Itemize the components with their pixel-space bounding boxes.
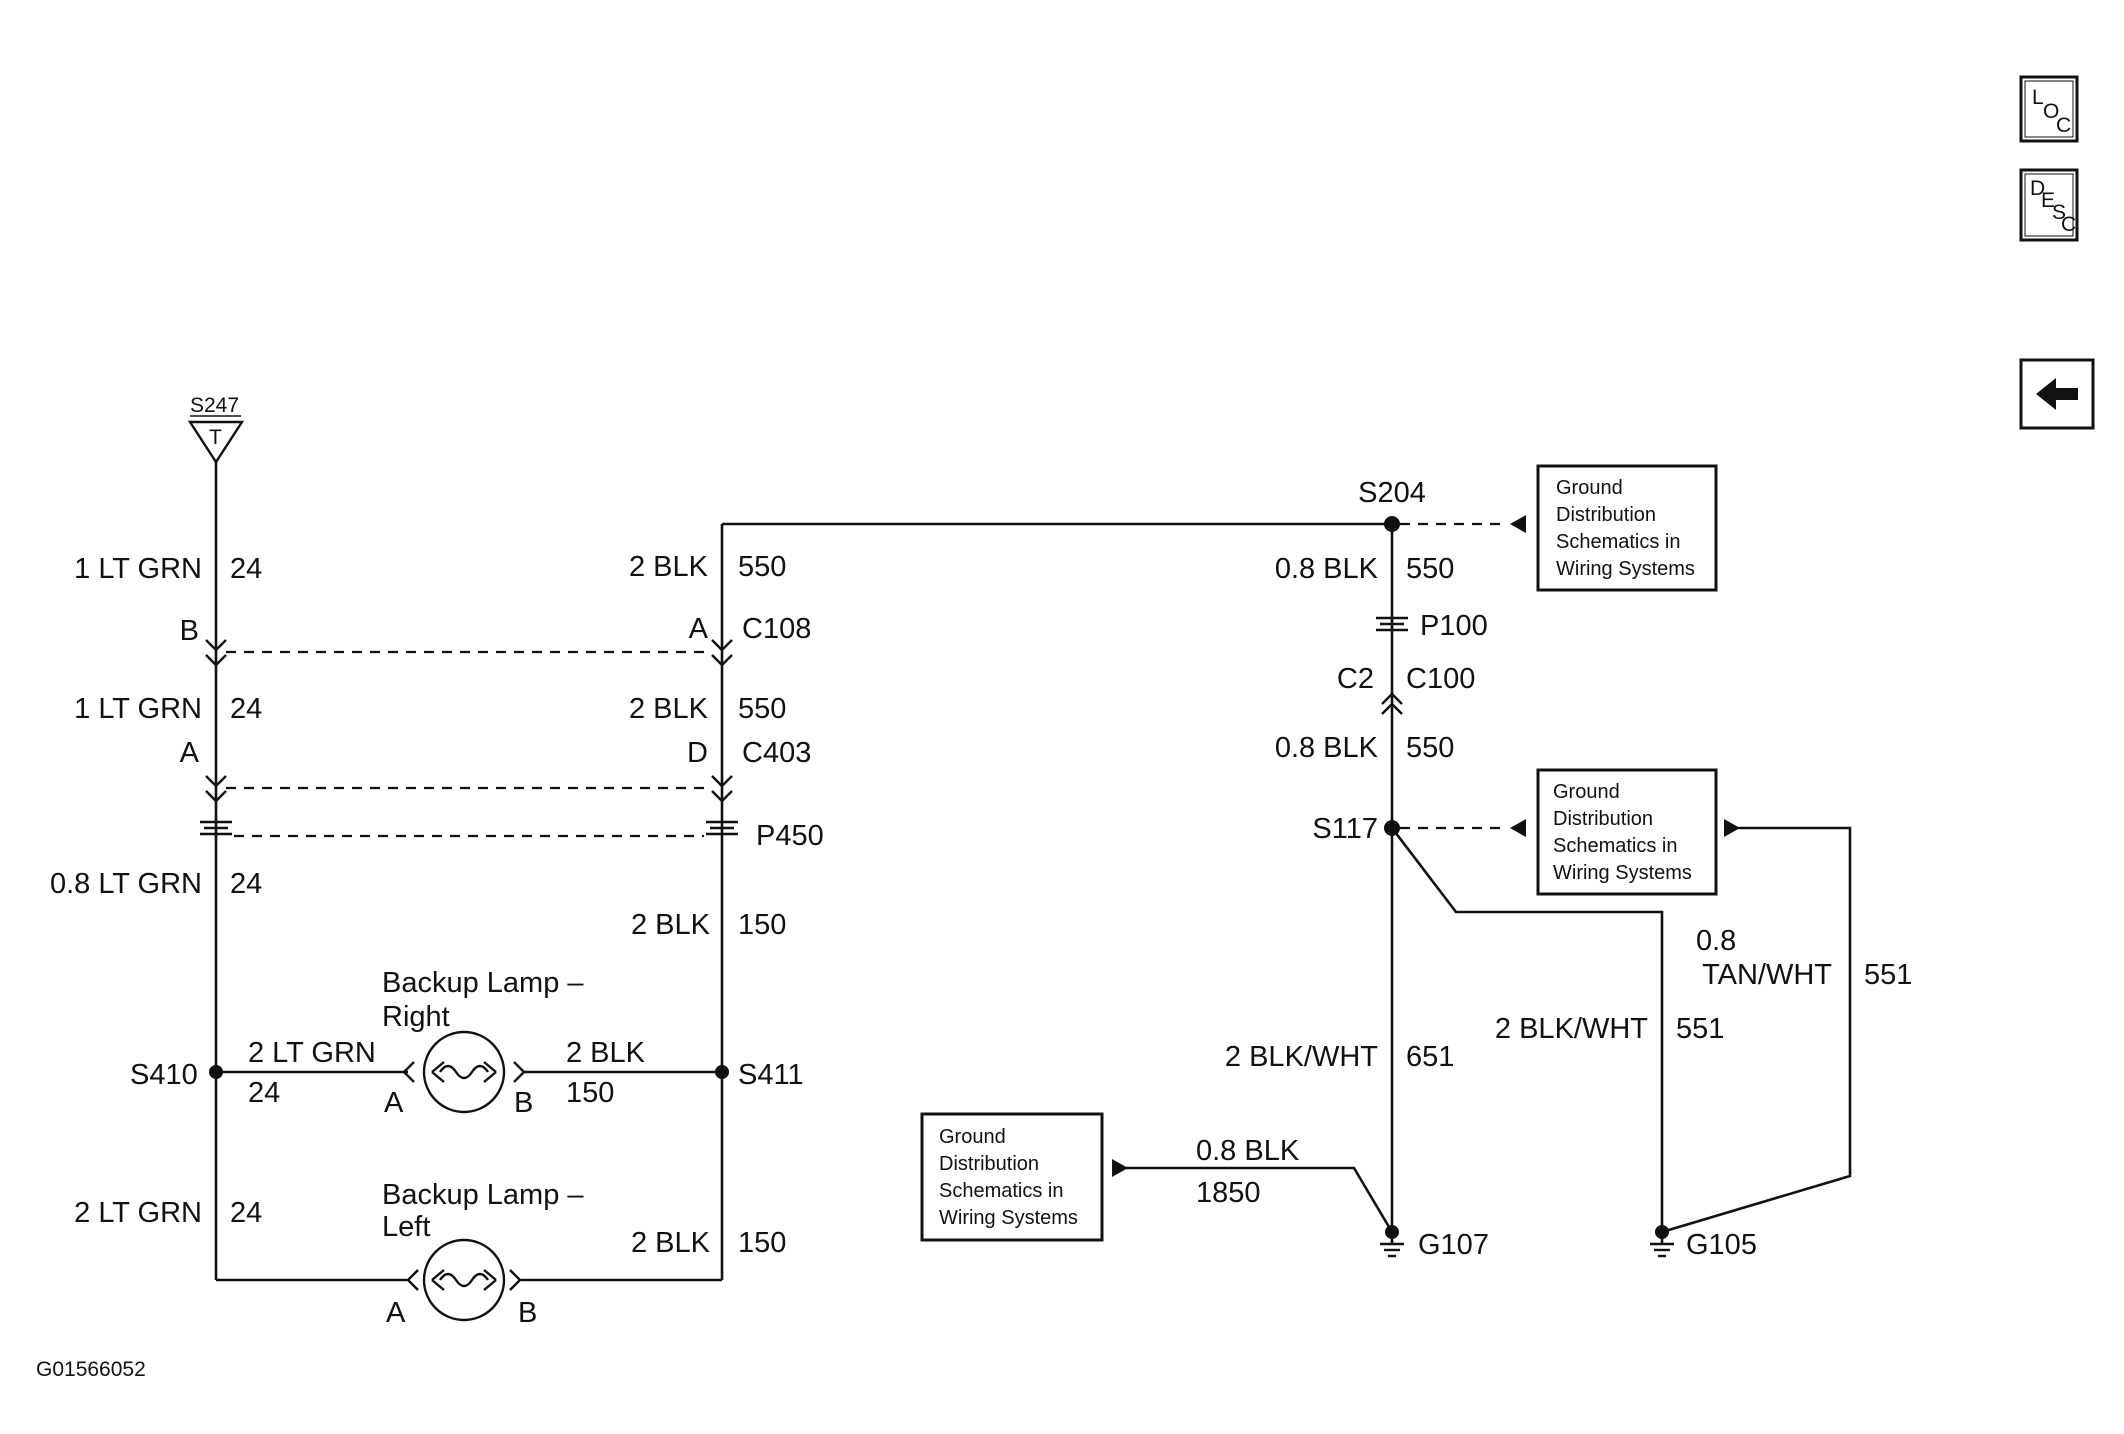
ref-box-1-line4: Wiring Systems <box>1556 558 1695 580</box>
lamp-right-right-wire-color: 2 BLK <box>566 1037 646 1069</box>
mid-pin-d: D <box>687 737 708 769</box>
ground-ref-box-3[interactable]: Ground Distribution Schematics in Wiring… <box>920 1112 1104 1242</box>
mid-wire-4-circuit: 150 <box>738 1227 786 1259</box>
lamp-left-pin-a: A <box>386 1297 406 1329</box>
ground-ref-box-1[interactable]: Ground Distribution Schematics in Wiring… <box>1536 464 1718 592</box>
ground-g105-icon <box>1650 1225 1674 1258</box>
left-wire <box>214 462 410 1282</box>
splice-s117-dot <box>1384 820 1400 836</box>
back-button[interactable] <box>2019 358 2095 430</box>
mid-wire-4-color: 2 BLK <box>631 1227 711 1259</box>
mid-wire-3-color: 2 BLK <box>631 909 711 941</box>
right-wire-2-color: 0.8 BLK <box>1275 732 1379 764</box>
ref-box-1-line2: Distribution <box>1556 504 1656 526</box>
right-wire-6-color: 0.8 BLK <box>1196 1135 1300 1167</box>
left-wire-4-circuit: 24 <box>230 1197 262 1229</box>
lamp-right-left-wire-color: 2 LT GRN <box>248 1037 376 1069</box>
left-arrow-icon <box>2036 378 2078 410</box>
desc-letter-s: S <box>2052 201 2066 224</box>
right-wire-5-circuit: 551 <box>1864 959 1912 991</box>
inline-connector-left <box>200 820 232 836</box>
lamp-left-title-2: Left <box>382 1211 430 1243</box>
right-wire-1-color: 0.8 BLK <box>1275 553 1379 585</box>
desc-button[interactable]: D E S C <box>2019 168 2079 242</box>
right-wire-3-color: 2 BLK/WHT <box>1225 1041 1378 1073</box>
mid-wire-3-circuit: 150 <box>738 909 786 941</box>
mid-wire-1-circuit: 550 <box>738 551 786 583</box>
loc-button[interactable]: L O C <box>2019 75 2079 143</box>
left-wire-2-color: 1 LT GRN <box>74 693 202 725</box>
ref-box-3-line1: Ground <box>939 1126 1006 1148</box>
ref-box-2-line1: Ground <box>1553 781 1620 803</box>
lamp-right-pin-b: B <box>514 1087 533 1119</box>
backup-lamp-right <box>216 1030 722 1114</box>
ref-box-3-line4: Wiring Systems <box>939 1207 1078 1229</box>
ref-box-2-line2: Distribution <box>1553 808 1653 830</box>
ref-box-3-line3: Schematics in <box>939 1180 1064 1202</box>
lamp-right-pin-a: A <box>384 1087 404 1119</box>
ref-box-1-line3: Schematics in <box>1556 531 1681 553</box>
right-wire-5-color: TAN/WHT <box>1702 959 1832 991</box>
mid-wire-1-color: 2 BLK <box>629 551 709 583</box>
desc-letter-d: D <box>2030 177 2045 200</box>
left-wire-1-circuit: 24 <box>230 553 262 585</box>
right-wire-4-circuit: 551 <box>1676 1013 1724 1045</box>
left-wire-3-color: 0.8 LT GRN <box>50 868 202 900</box>
ground-ref-box-2[interactable]: Ground Distribution Schematics in Wiring… <box>1536 768 1718 896</box>
right-wire-3-circuit: 651 <box>1406 1041 1454 1073</box>
ref-box-2-line3: Schematics in <box>1553 835 1678 857</box>
right-wire-1-circuit: 550 <box>1406 553 1454 585</box>
lamp-left-pin-b: B <box>518 1297 537 1329</box>
left-pin-b: B <box>180 615 199 647</box>
mid-wire-2-circuit: 550 <box>738 693 786 725</box>
desc-letter-c: C <box>2061 213 2076 236</box>
right-wire <box>1126 524 1852 1234</box>
left-pin-a: A <box>180 737 200 769</box>
right-pin-c2: C2 <box>1337 663 1374 695</box>
right-wire-5-size: 0.8 <box>1696 925 1736 957</box>
loc-letter-c: C <box>2056 114 2071 137</box>
lamp-right-left-wire-circuit: 24 <box>248 1077 280 1109</box>
backup-lamp-left <box>406 1238 522 1322</box>
splice-s204-label: S204 <box>1358 477 1426 509</box>
splice-s411-label: S411 <box>738 1059 804 1091</box>
lamp-right-title-2: Right <box>382 1001 450 1033</box>
connector-c108-label: C108 <box>742 613 811 645</box>
ground-g107-icon <box>1380 1225 1404 1258</box>
right-wire-2-circuit: 550 <box>1406 732 1454 764</box>
inline-connector-p100 <box>1376 616 1408 632</box>
loc-letter-o: O <box>2043 100 2059 123</box>
lamp-left-title-1: Backup Lamp – <box>382 1179 584 1211</box>
loc-letter-l: L <box>2032 86 2044 109</box>
connector-p100-label: P100 <box>1420 610 1488 642</box>
splice-s204-dot <box>1384 516 1400 532</box>
ref-box-2-line4: Wiring Systems <box>1553 862 1692 884</box>
splice-s410-label: S410 <box>130 1059 198 1091</box>
connector-c100-label: C100 <box>1406 663 1475 695</box>
ground-g107-label: G107 <box>1418 1229 1489 1261</box>
connector-p450-label: P450 <box>756 820 824 852</box>
right-wire-6-circuit: 1850 <box>1196 1177 1261 1209</box>
right-wire-4-color: 2 BLK/WHT <box>1495 1013 1648 1045</box>
terminal-t-label: T <box>209 426 222 449</box>
mid-wire-2-color: 2 BLK <box>629 693 709 725</box>
figure-id: G01566052 <box>36 1358 146 1381</box>
connector-c403-label: C403 <box>742 737 811 769</box>
inline-connector-mid <box>706 820 738 836</box>
left-wire-3-circuit: 24 <box>230 868 262 900</box>
ground-g105-label: G105 <box>1686 1229 1757 1261</box>
left-wire-1-color: 1 LT GRN <box>74 553 202 585</box>
ref-box-3-line2: Distribution <box>939 1153 1039 1175</box>
splice-s247-label: S247 <box>190 394 239 417</box>
splice-s117-label: S117 <box>1312 813 1378 845</box>
lamp-right-right-wire-circuit: 150 <box>566 1077 614 1109</box>
terminal-triangle-icon <box>187 420 245 465</box>
ref-box-1-line1: Ground <box>1556 477 1623 499</box>
left-wire-2-circuit: 24 <box>230 693 262 725</box>
lamp-right-title-1: Backup Lamp – <box>382 967 584 999</box>
left-wire-4-color: 2 LT GRN <box>74 1197 202 1229</box>
mid-pin-a: A <box>689 613 709 645</box>
desc-letter-e: E <box>2041 189 2055 212</box>
